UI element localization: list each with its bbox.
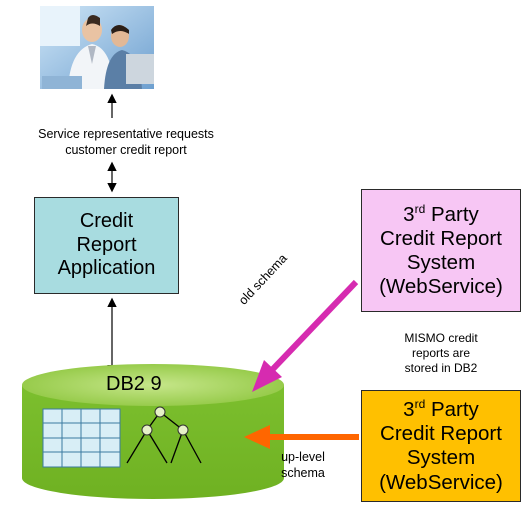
xml-tree-icon <box>126 406 202 464</box>
uplevel-line2: schema <box>281 465 325 480</box>
credit-report-application-box: Credit Report Application <box>34 197 179 294</box>
request-caption-line1: Service representative requests <box>38 127 214 141</box>
request-caption: Service representative requests customer… <box>6 127 246 158</box>
app-box-line1: Credit <box>79 210 134 233</box>
third-party-system-top-box: 3rd Party Credit Report System (WebServi… <box>361 189 521 312</box>
mismo-note-line1: MISMO credit <box>404 331 478 345</box>
mismo-note-line3: stored in DB2 <box>404 361 478 375</box>
mismo-note-line2: reports are <box>411 346 471 360</box>
party-top-line2: Credit Report <box>380 226 502 250</box>
old-schema-arrow <box>252 279 359 392</box>
app-box-line2: Report <box>76 233 137 256</box>
request-caption-line2: customer credit report <box>65 142 187 157</box>
app-box-line3: Application <box>57 257 156 280</box>
uplevel-schema-label: up-level schema <box>268 450 338 481</box>
party-bottom-line4: (WebService) <box>379 470 503 494</box>
party-bottom-line3: System <box>406 446 476 470</box>
uplevel-line1: up-level <box>281 450 325 464</box>
db-label: DB2 9 <box>106 373 162 395</box>
photo-image <box>40 6 154 89</box>
table-grid-icon <box>42 408 121 468</box>
uplevel-schema-arrow <box>244 425 359 449</box>
mismo-note: MISMO credit reports are stored in DB2 <box>376 331 506 376</box>
party-bottom-line1: 3rd Party <box>403 397 479 422</box>
party-top-line3: System <box>406 250 476 274</box>
third-party-system-bottom-box: 3rd Party Credit Report System (WebServi… <box>361 390 521 502</box>
party-top-line4: (WebService) <box>379 275 503 299</box>
party-bottom-line2: Credit Report <box>380 422 502 446</box>
party-top-line1: 3rd Party <box>403 201 479 226</box>
